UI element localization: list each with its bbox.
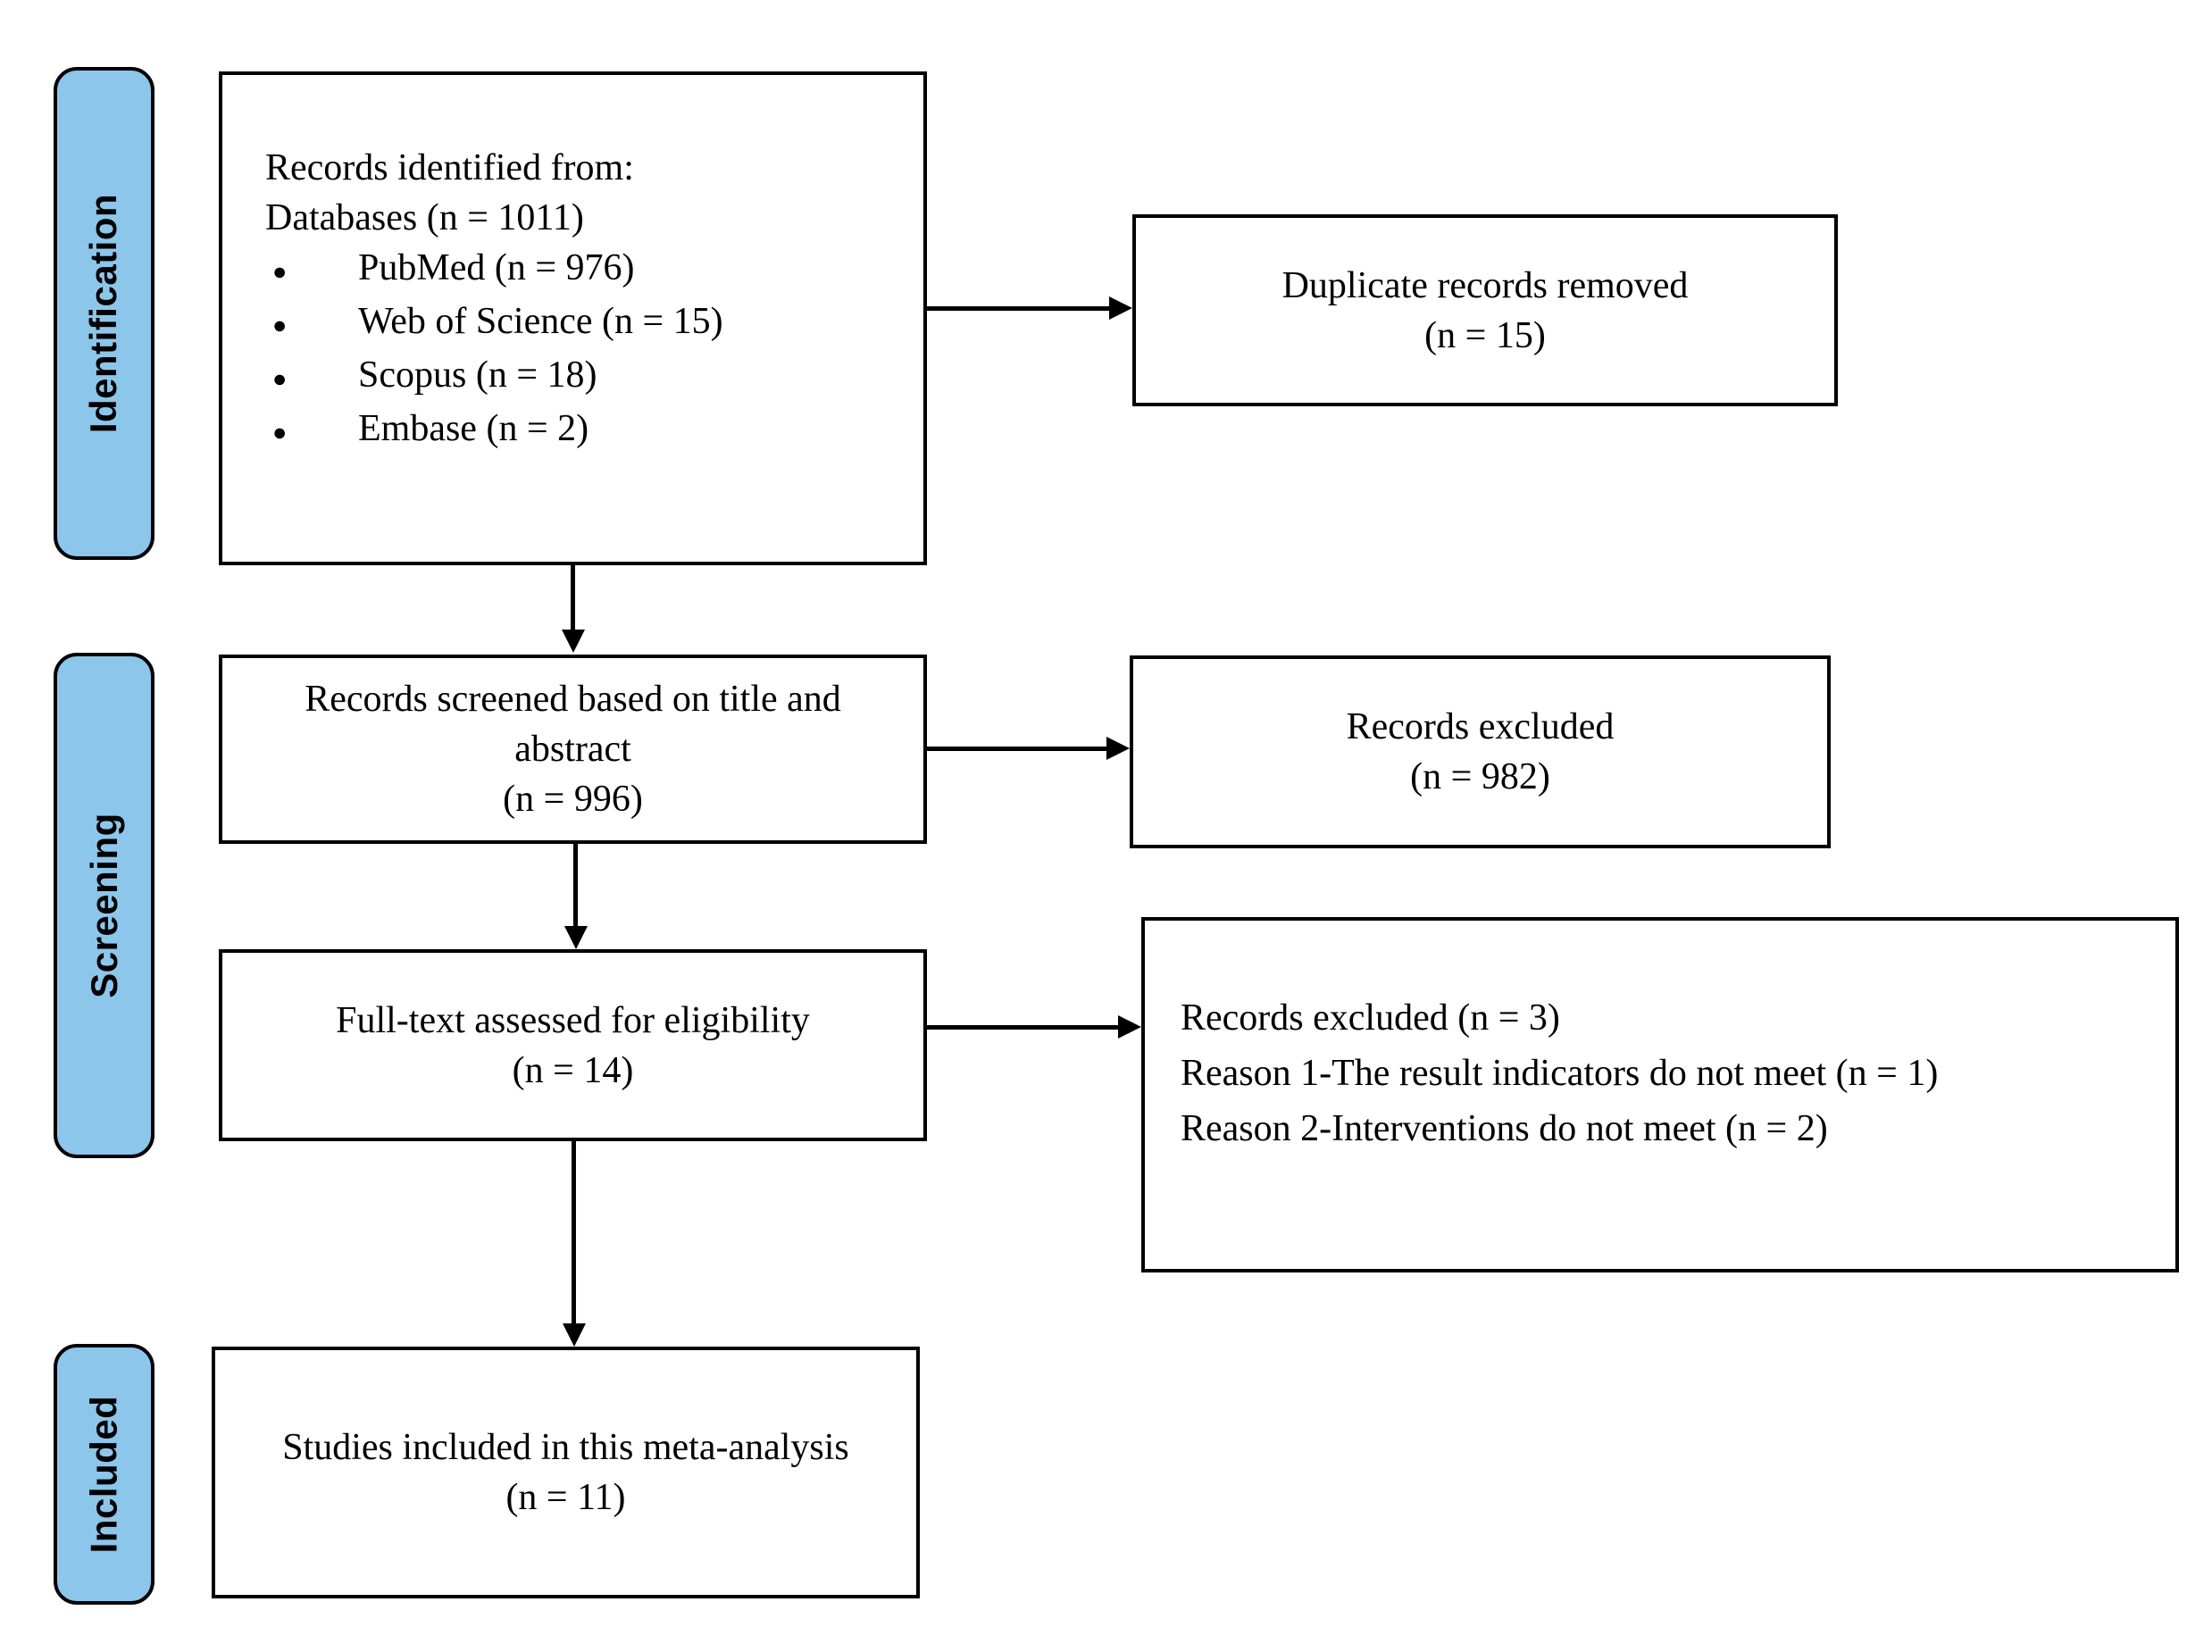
stage-label-identification-text: Identification [82, 193, 125, 434]
arrow-line [571, 563, 575, 631]
database-item-label: PubMed (n = 976) [358, 247, 635, 288]
bullet-icon: ● [272, 365, 288, 392]
records-identified-line: Databases (n = 1011) [265, 197, 584, 238]
fulltext-excluded-reason-2: Reason 2-Interventions do not meet (n = … [1181, 1108, 1828, 1149]
box-records-excluded-fulltext: Records excluded (n = 3) Reason 1-The re… [1141, 917, 2179, 1272]
database-item-label: Web of Science (n = 15) [358, 301, 723, 342]
duplicates-removed-line: Duplicate records removed [1281, 264, 1689, 306]
bullet-icon: ● [272, 258, 288, 285]
box-records-excluded-screening: Records excluded (n = 982) [1130, 655, 1831, 848]
database-list-item: ● Scopus (n = 18) [265, 350, 907, 404]
bullet-icon: ● [272, 419, 288, 446]
box-records-identified: Records identified from: Databases (n = … [219, 71, 927, 565]
records-excluded-count: (n = 982) [1410, 756, 1550, 797]
records-screened-line: abstract [514, 729, 631, 770]
arrow-line [927, 306, 1111, 311]
box-duplicate-records-removed: Duplicate records removed (n = 15) [1132, 214, 1838, 406]
arrow-head-right-icon [1109, 296, 1132, 320]
records-screened-count: (n = 996) [503, 779, 643, 820]
arrow-head-right-icon [1118, 1015, 1141, 1039]
database-list-item: ● Embase (n = 2) [265, 404, 907, 457]
fulltext-excluded-line: Records excluded (n = 3) [1181, 997, 1560, 1039]
stage-label-identification: Identification [54, 67, 154, 560]
records-screened-line: Records screened based on title and [305, 679, 841, 720]
studies-included-count: (n = 11) [505, 1477, 626, 1518]
database-item-label: Embase (n = 2) [358, 408, 589, 449]
arrow-line [572, 1141, 576, 1323]
database-list-item: ● PubMed (n = 976) [265, 243, 907, 296]
arrow-head-down-icon [564, 926, 588, 949]
arrow-line [573, 844, 578, 926]
box-records-screened: Records screened based on title and abst… [219, 655, 927, 844]
arrow-head-down-icon [563, 1323, 586, 1347]
records-excluded-line: Records excluded [1346, 706, 1615, 747]
stage-label-screening-text: Screening [82, 813, 125, 998]
database-list-item: ● Web of Science (n = 15) [265, 296, 907, 350]
box-fulltext-assessed: Full-text assessed for eligibility (n = … [219, 949, 927, 1141]
stage-label-screening: Screening [54, 653, 154, 1158]
fulltext-excluded-reason-1: Reason 1-The result indicators do not me… [1181, 1053, 1939, 1094]
arrow-head-right-icon [1106, 737, 1130, 760]
bullet-icon: ● [272, 312, 288, 338]
fulltext-assessed-count: (n = 14) [512, 1049, 634, 1091]
arrow-line [927, 747, 1108, 751]
records-identified-line: Records identified from: [265, 147, 634, 188]
arrow-line [927, 1025, 1118, 1030]
fulltext-assessed-line: Full-text assessed for eligibility [336, 999, 810, 1041]
duplicates-removed-count: (n = 15) [1424, 314, 1546, 356]
stage-label-included-text: Included [82, 1395, 125, 1554]
arrow-head-down-icon [562, 630, 585, 653]
stage-label-included: Included [54, 1344, 154, 1605]
box-studies-included: Studies included in this meta-analysis (… [212, 1347, 920, 1598]
database-item-label: Scopus (n = 18) [358, 355, 597, 396]
studies-included-line: Studies included in this meta-analysis [282, 1427, 849, 1468]
